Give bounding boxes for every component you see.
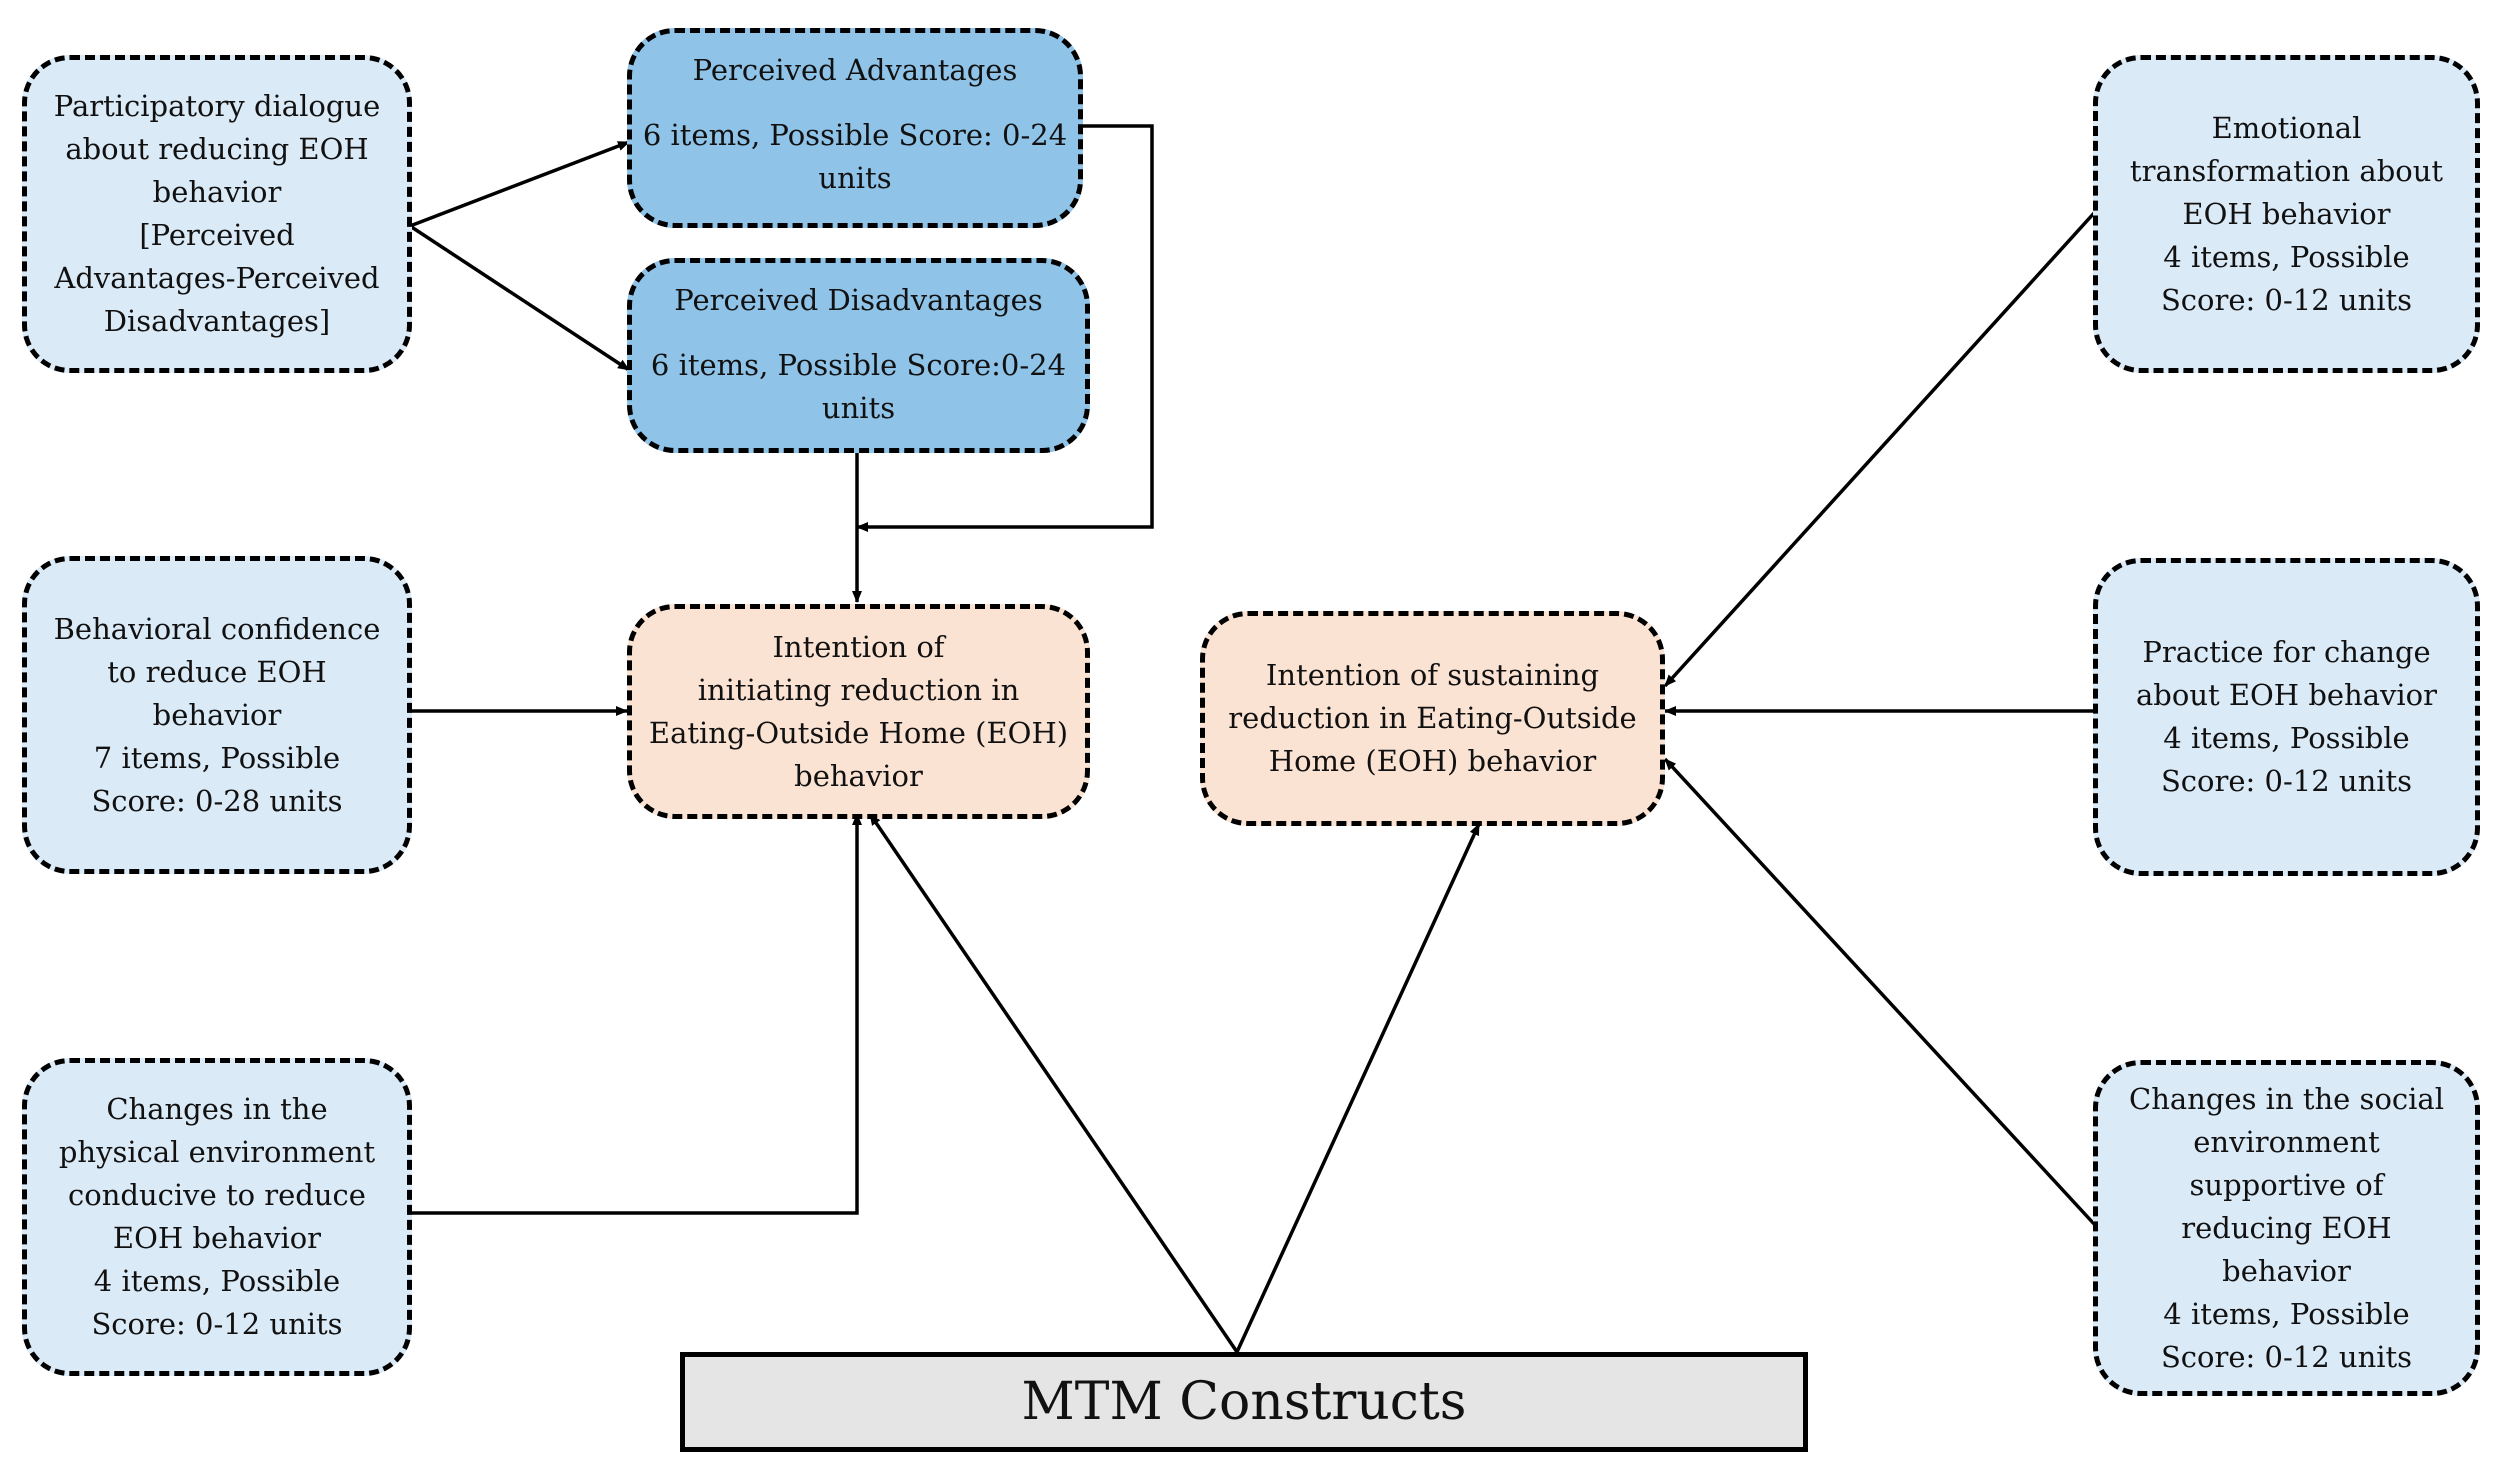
text-line: Practice for change	[2142, 635, 2431, 669]
perceived-disadvantages-detail: 6 items, Possible Score:0-24 units	[651, 344, 1066, 430]
perceived-advantages-node: Perceived Advantages 6 items, Possible S…	[627, 28, 1083, 228]
physical-environment-node: Changes in the physical environment conduc…	[22, 1058, 412, 1376]
text-line: Emotional	[2211, 110, 2362, 145]
text-line: 6 items, Possible Score:0-24	[650, 348, 1067, 382]
perceived-advantages-title: Perceived Advantages	[692, 53, 1018, 87]
text-line: Changes in the social	[2129, 1081, 2444, 1116]
behavioral-confidence-node: Behavioral confidence to reduce EOH behavi…	[22, 556, 412, 874]
text-line: EOH behavior	[2182, 196, 2391, 231]
arrow-physical-env-to-initiating	[410, 813, 862, 1215]
text-line: physical environment	[58, 1135, 376, 1169]
text-line: Score: 0-12 units	[91, 1307, 343, 1341]
text-line: units	[821, 391, 896, 425]
text-line: reduction in Eating-Outside	[1228, 701, 1637, 735]
participatory-dialogue-node: Participatory dialogue about reducing EOH…	[22, 55, 412, 373]
text-line: to reduce EOH	[107, 654, 327, 689]
text-line: supportive of	[2189, 1167, 2384, 1202]
text-line: behavior	[794, 758, 923, 793]
text-line: Score: 0-12 units	[2160, 1339, 2413, 1374]
perceived-disadvantages-node: Perceived Disadvantages 6 items, Possibl…	[627, 258, 1090, 453]
perceived-advantages-detail: 6 items, Possible Score: 0-24 units	[643, 114, 1067, 200]
text-line: Behavioral confidence	[53, 611, 381, 646]
practice-for-change-node: Practice for change about EOH behavior 4 i…	[2093, 558, 2480, 876]
text-line: units	[818, 161, 892, 195]
text-line: 4 items, Possible	[2163, 239, 2410, 274]
text-line: Advantages-Perceived	[54, 261, 380, 295]
arrow-social-env-to-sustaining	[1663, 757, 2097, 1227]
arrow-dialogue-to-advantages	[409, 140, 630, 228]
text-line: Eating-Outside Home (EOH)	[648, 715, 1069, 750]
text-line: 7 items, Possible	[93, 740, 341, 775]
text-line: 4 items, Possible	[2163, 721, 2410, 755]
text-line: 4 items, Possible	[93, 1264, 341, 1298]
text-line: 4 items, Possible	[2163, 1296, 2410, 1331]
arrow-mtm-to-sustaining	[1235, 823, 1481, 1353]
text-line: Intention of sustaining	[1265, 658, 1600, 692]
text-line: [Perceived	[139, 218, 295, 252]
text-line: behavior	[2222, 1253, 2351, 1288]
social-environment-node: Changes in the social environment supporti…	[2093, 1060, 2480, 1396]
text-line: behavior	[152, 697, 282, 732]
text-line: behavior	[152, 175, 282, 209]
text-line: Intention of	[772, 629, 945, 664]
arrow-emotional-to-sustaining	[1663, 210, 2097, 688]
text-line: Home (EOH) behavior	[1268, 744, 1597, 778]
text-line: 6 items, Possible Score: 0-24	[642, 118, 1068, 152]
text-line: transformation about	[2129, 153, 2444, 188]
mtm-constructs-label: MTM Constructs	[1021, 1372, 1467, 1432]
text-line: conducive to reduce	[68, 1178, 366, 1212]
arrow-advantages-to-junction	[856, 124, 1154, 532]
mtm-constructs-banner: MTM Constructs	[680, 1352, 1808, 1452]
text-line: Score: 0-28 units	[91, 783, 343, 818]
text-line: environment	[2193, 1124, 2380, 1159]
perceived-disadvantages-title: Perceived Disadvantages	[674, 283, 1043, 317]
text-line: reducing EOH	[2181, 1210, 2392, 1245]
text-line: Participatory dialogue	[53, 89, 381, 123]
text-line: Disadvantages]	[103, 304, 331, 338]
arrow-mtm-to-initiating	[868, 813, 1239, 1353]
text-line: initiating reduction in	[697, 672, 1020, 707]
text-line: about reducing EOH	[65, 132, 369, 166]
text-line: Score: 0-12 units	[2160, 764, 2413, 798]
text-line: about EOH behavior	[2136, 678, 2437, 712]
intention-sustaining-node: Intention of sustaining reduction in Eati…	[1200, 611, 1665, 826]
intention-initiating-node: Intention of initiating reduction in Eatin…	[627, 604, 1090, 819]
text-line: Score: 0-12 units	[2160, 282, 2413, 317]
arrow-dialogue-to-disadvantages	[409, 224, 630, 372]
text-line: EOH behavior	[112, 1221, 322, 1255]
text-line: Changes in the	[106, 1092, 328, 1126]
